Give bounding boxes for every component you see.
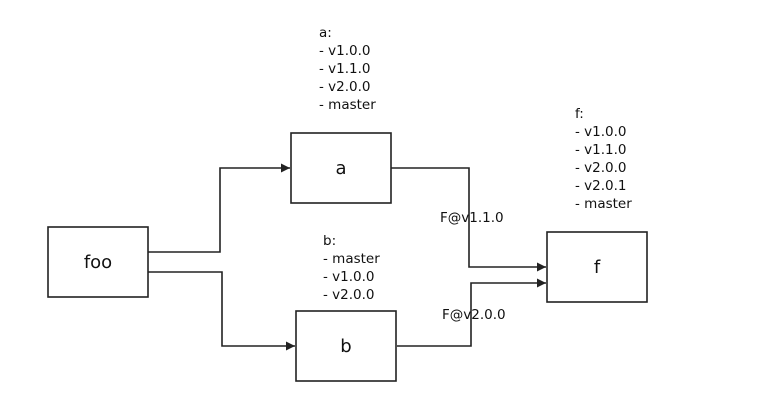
node-foo-label: foo — [84, 252, 112, 273]
edge-label-a-to-f: F@v1.1.0 — [440, 210, 504, 226]
note-b-item: - v1.0.0 — [323, 269, 375, 285]
node-f-label: f — [594, 257, 601, 278]
edge-foo-to-b — [148, 271, 295, 351]
note-b-item: - v2.0.0 — [323, 287, 375, 303]
note-a-item: - v1.0.0 — [319, 43, 371, 59]
note-f-item: - v2.0.0 — [575, 160, 627, 176]
node-b-label: b — [340, 336, 351, 357]
note-f: f: - v1.0.0 - v1.1.0 - v2.0.0 - v2.0.1 -… — [575, 106, 632, 212]
node-foo[interactable]: foo — [47, 226, 149, 298]
note-f-item: - v2.0.1 — [575, 178, 627, 194]
node-a-label: a — [335, 158, 346, 179]
note-a-item: - master — [319, 97, 376, 113]
edge-b-to-f — [397, 278, 546, 347]
note-b: b: - master - v1.0.0 - v2.0.0 — [323, 233, 380, 303]
note-f-item: - v1.1.0 — [575, 142, 627, 158]
note-b-item: - master — [323, 251, 380, 267]
note-b-title: b: — [323, 233, 336, 249]
node-b[interactable]: b — [295, 310, 397, 382]
edge-foo-to-a — [148, 163, 290, 253]
node-f[interactable]: f — [546, 231, 648, 303]
note-f-item: - v1.0.0 — [575, 124, 627, 140]
edge-label-b-to-f: F@v2.0.0 — [442, 307, 506, 323]
note-a-item: - v2.0.0 — [319, 79, 371, 95]
note-f-item: - master — [575, 196, 632, 212]
note-a-title: a: — [319, 25, 332, 41]
node-a[interactable]: a — [290, 132, 392, 204]
note-f-title: f: — [575, 106, 584, 122]
note-a-item: - v1.1.0 — [319, 61, 371, 77]
note-a: a: - v1.0.0 - v1.1.0 - v2.0.0 - master — [319, 25, 376, 113]
edge-a-to-f — [391, 167, 546, 272]
